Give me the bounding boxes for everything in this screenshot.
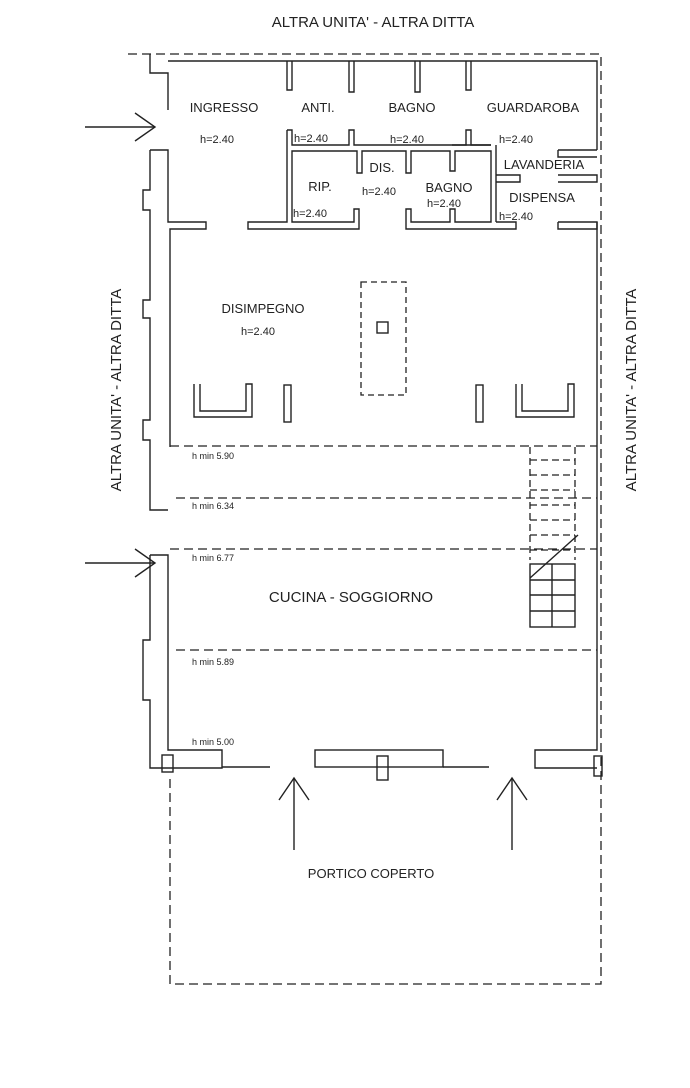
height-anti: h=2.40 <box>294 133 328 145</box>
height-min-1: h min 5.90 <box>192 451 234 461</box>
room-dispensa: DISPENSA <box>509 190 575 205</box>
height-min-4: h min 5.89 <box>192 657 234 667</box>
room-portico-coperto: PORTICO COPERTO <box>308 866 434 881</box>
height-dis: h=2.40 <box>362 186 396 198</box>
room-bagno-2: BAGNO <box>426 180 473 195</box>
room-guardaroba: GUARDAROBA <box>487 100 580 115</box>
label-top-neighbor: ALTRA UNITA' - ALTRA DITTA <box>272 14 475 31</box>
height-min-3: h min 6.77 <box>192 553 234 563</box>
entry-arrow-icon <box>85 112 157 142</box>
height-disimpegno: h=2.40 <box>241 326 275 338</box>
room-anti: ANTI. <box>301 100 334 115</box>
height-bagno-2: h=2.40 <box>427 198 461 210</box>
height-ripostiglio: h=2.40 <box>293 208 327 220</box>
height-ingresso: h=2.40 <box>200 134 234 146</box>
label-left-neighbor: ALTRA UNITA' - ALTRA DITTA <box>108 289 125 492</box>
room-disimpegno-small: DIS. <box>369 160 394 175</box>
room-bagno: BAGNO <box>389 100 436 115</box>
room-cucina-soggiorno: CUCINA - SOGGIORNO <box>269 589 433 606</box>
label-right-neighbor: ALTRA UNITA' - ALTRA DITTA <box>623 289 640 492</box>
room-ingresso: INGRESSO <box>190 100 259 115</box>
height-guardaroba: h=2.40 <box>499 134 533 146</box>
property-boundary <box>128 53 602 985</box>
entry-arrow-icon <box>496 776 528 850</box>
height-bagno: h=2.40 <box>390 134 424 146</box>
entry-arrow-icon <box>85 548 157 578</box>
height-dispensa: h=2.40 <box>499 211 533 223</box>
room-disimpegno: DISIMPEGNO <box>221 301 304 316</box>
height-min-5: h min 5.00 <box>192 737 234 747</box>
entry-arrow-icon <box>278 776 310 850</box>
height-min-2: h min 6.34 <box>192 501 234 511</box>
walls <box>142 54 603 781</box>
room-ripostiglio: RIP. <box>308 179 332 194</box>
room-lavanderia: LAVANDERIA <box>504 157 585 172</box>
